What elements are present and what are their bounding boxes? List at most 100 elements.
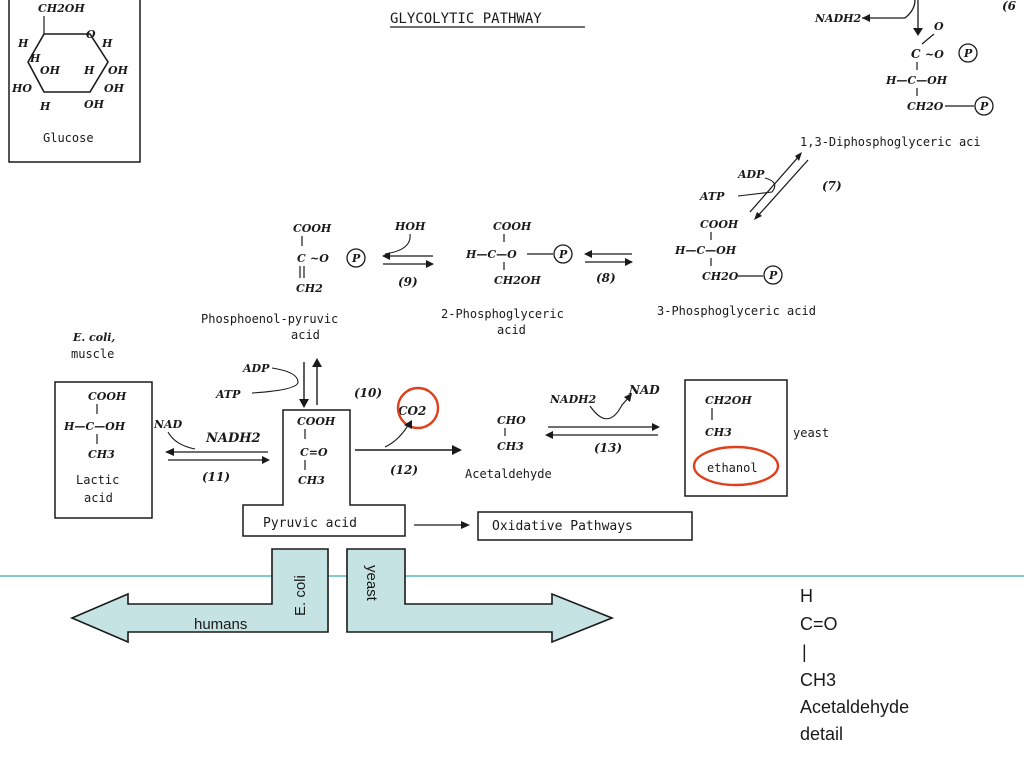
- glucose-atom-h3: H: [29, 52, 41, 65]
- pyruvic-atp: ATP: [215, 388, 241, 401]
- glucose-atom-oh3: OH: [104, 82, 125, 95]
- detail-line6: detail: [800, 724, 843, 744]
- pep-to-pyruvic: ADP ATP: [215, 358, 322, 408]
- glucose-atom-oh2: OH: [108, 64, 129, 77]
- step7-cofactor-curve: [737, 177, 776, 197]
- pyruvic-box: [242, 409, 406, 537]
- lactic-box: [54, 381, 153, 519]
- nadh2-curve: [904, 0, 916, 19]
- diphospho-o: O: [934, 20, 944, 33]
- lactic-ch3: CH3: [88, 448, 115, 461]
- glucose-label: Glucose: [43, 131, 94, 145]
- step7-reaction: ADP ATP (7): [699, 152, 842, 220]
- ethanol-organism: yeast: [793, 426, 829, 440]
- glucose-ring: [27, 33, 109, 93]
- step8-reaction: (8): [584, 250, 633, 285]
- oxidative-pathways: Oxidative Pathways: [414, 511, 693, 541]
- step8-forward-head: [625, 258, 633, 266]
- step8-back-head: [584, 250, 592, 258]
- step11-cofactor-curve: [167, 431, 196, 450]
- step7-forward-head: [795, 152, 802, 161]
- lactic-organism-line2: muscle: [71, 347, 114, 361]
- detail-line5: Acetaldehyde: [800, 697, 909, 717]
- diphospho-c: C: [911, 47, 921, 61]
- detail-line4: CH3: [800, 670, 836, 690]
- glucose-box: [8, 0, 141, 163]
- pep-p: P: [351, 252, 361, 265]
- glucose-atom-h2: H: [101, 37, 113, 50]
- pga3-hcoh: H—C—OH: [674, 244, 737, 257]
- step13-number: (13): [594, 441, 622, 455]
- step11-number: (11): [202, 470, 230, 484]
- pyruvic-acid-structure: COOH C=O CH3 Pyruvic acid: [242, 409, 406, 537]
- step11-nad: NAD: [153, 418, 183, 431]
- nadh2-arrow-head: [862, 14, 870, 22]
- glucose-structure: CH2OH H H O H OH H OH HO OH H OH Glucose: [8, 0, 141, 163]
- pga2-phosphate-circle: [553, 244, 573, 264]
- step13-back-head: [545, 431, 553, 439]
- pyruvic-cooh: COOH: [297, 415, 336, 428]
- glucose-atom-h5: H: [39, 100, 51, 113]
- step10-number: (10): [354, 386, 382, 400]
- lactic-organism-line1: E. coli,: [72, 331, 115, 344]
- step10-co2: CO2: [398, 404, 426, 418]
- step9-hoh: HOH: [394, 220, 426, 233]
- step11-back-head: [165, 448, 174, 456]
- step7-forward-arrow: [749, 154, 801, 213]
- lactic-cooh: COOH: [88, 390, 127, 403]
- acetaldehyde-label: Acetaldehyde: [465, 467, 552, 481]
- pep-label-line2: acid: [291, 328, 320, 342]
- step9-forward-head: [426, 260, 434, 268]
- pyruvic-co: C=O: [300, 446, 328, 459]
- ethanol-label: ethanol: [707, 461, 758, 475]
- step11-forward-head: [262, 456, 270, 464]
- step6-arrow-head: [913, 28, 923, 36]
- step9-back-head: [382, 252, 390, 260]
- step13-nad: NAD: [628, 383, 660, 397]
- step9-water-curve: [384, 233, 411, 255]
- glucose-atom-o: O: [86, 28, 96, 41]
- detail-line3: |: [802, 642, 807, 662]
- pep-cooh: COOH: [293, 222, 332, 235]
- detail-line1: H: [800, 586, 813, 606]
- glucose-atom-ho: HO: [11, 82, 32, 95]
- step10-reaction: (10) CO2 (12): [354, 386, 462, 477]
- glucose-ch2oh: CH2OH: [38, 2, 85, 15]
- step7-atp: ATP: [699, 190, 725, 203]
- pga2-structure: COOH H—C—O P CH2OH 2-Phosphoglyceric aci…: [441, 220, 573, 337]
- pga2-label-line2: acid: [497, 323, 526, 337]
- acetaldehyde-ch3: CH3: [497, 440, 524, 453]
- pga2-label-line1: 2-Phosphoglyceric: [441, 307, 564, 321]
- diphospho-bond1: ~O: [925, 48, 944, 61]
- ethanol-ch3: CH3: [705, 426, 732, 439]
- step8-number: (8): [596, 271, 616, 285]
- step7-back-head: [754, 212, 762, 220]
- diphospho-hcoh: H—C—OH: [885, 74, 948, 87]
- acetaldehyde-cho: CHO: [497, 414, 526, 427]
- oxidative-box: [477, 511, 693, 541]
- pep-label-line1: Phosphoenol-pyruvic: [201, 312, 338, 326]
- step11-nadh2: NADH2: [205, 431, 261, 446]
- step13-nadh2: NADH2: [549, 393, 597, 406]
- oxidative-label: Oxidative Pathways: [492, 519, 633, 534]
- step12-arrow-head: [452, 445, 462, 455]
- pep-bond-o: ~O: [310, 252, 329, 265]
- diphospho-double-bond: [921, 33, 935, 45]
- pga3-cooh: COOH: [700, 218, 739, 231]
- detail-line2: C=O: [800, 614, 838, 634]
- phosphate-circle-1: [958, 43, 978, 63]
- pep-phosphate-circle: [346, 248, 366, 268]
- pep-structure: COOH C ~O P CH2 Phosphoenol-pyruvic acid: [201, 222, 366, 342]
- pyruvic-cofactor-curve: [251, 367, 299, 394]
- pyruvic-ch3: CH3: [298, 474, 325, 487]
- co2-highlight-circle: [396, 386, 440, 430]
- ecoli-label: E. coli: [292, 575, 309, 616]
- pep-c: C: [297, 252, 306, 265]
- pep-ch2: CH2: [296, 282, 323, 295]
- ethanol-highlight-ellipse: [692, 445, 780, 487]
- pga3-label: 3-Phosphoglyceric acid: [657, 304, 816, 318]
- glucose-atom-h1: H: [17, 37, 29, 50]
- pyruvic-label: Pyruvic acid: [263, 516, 357, 531]
